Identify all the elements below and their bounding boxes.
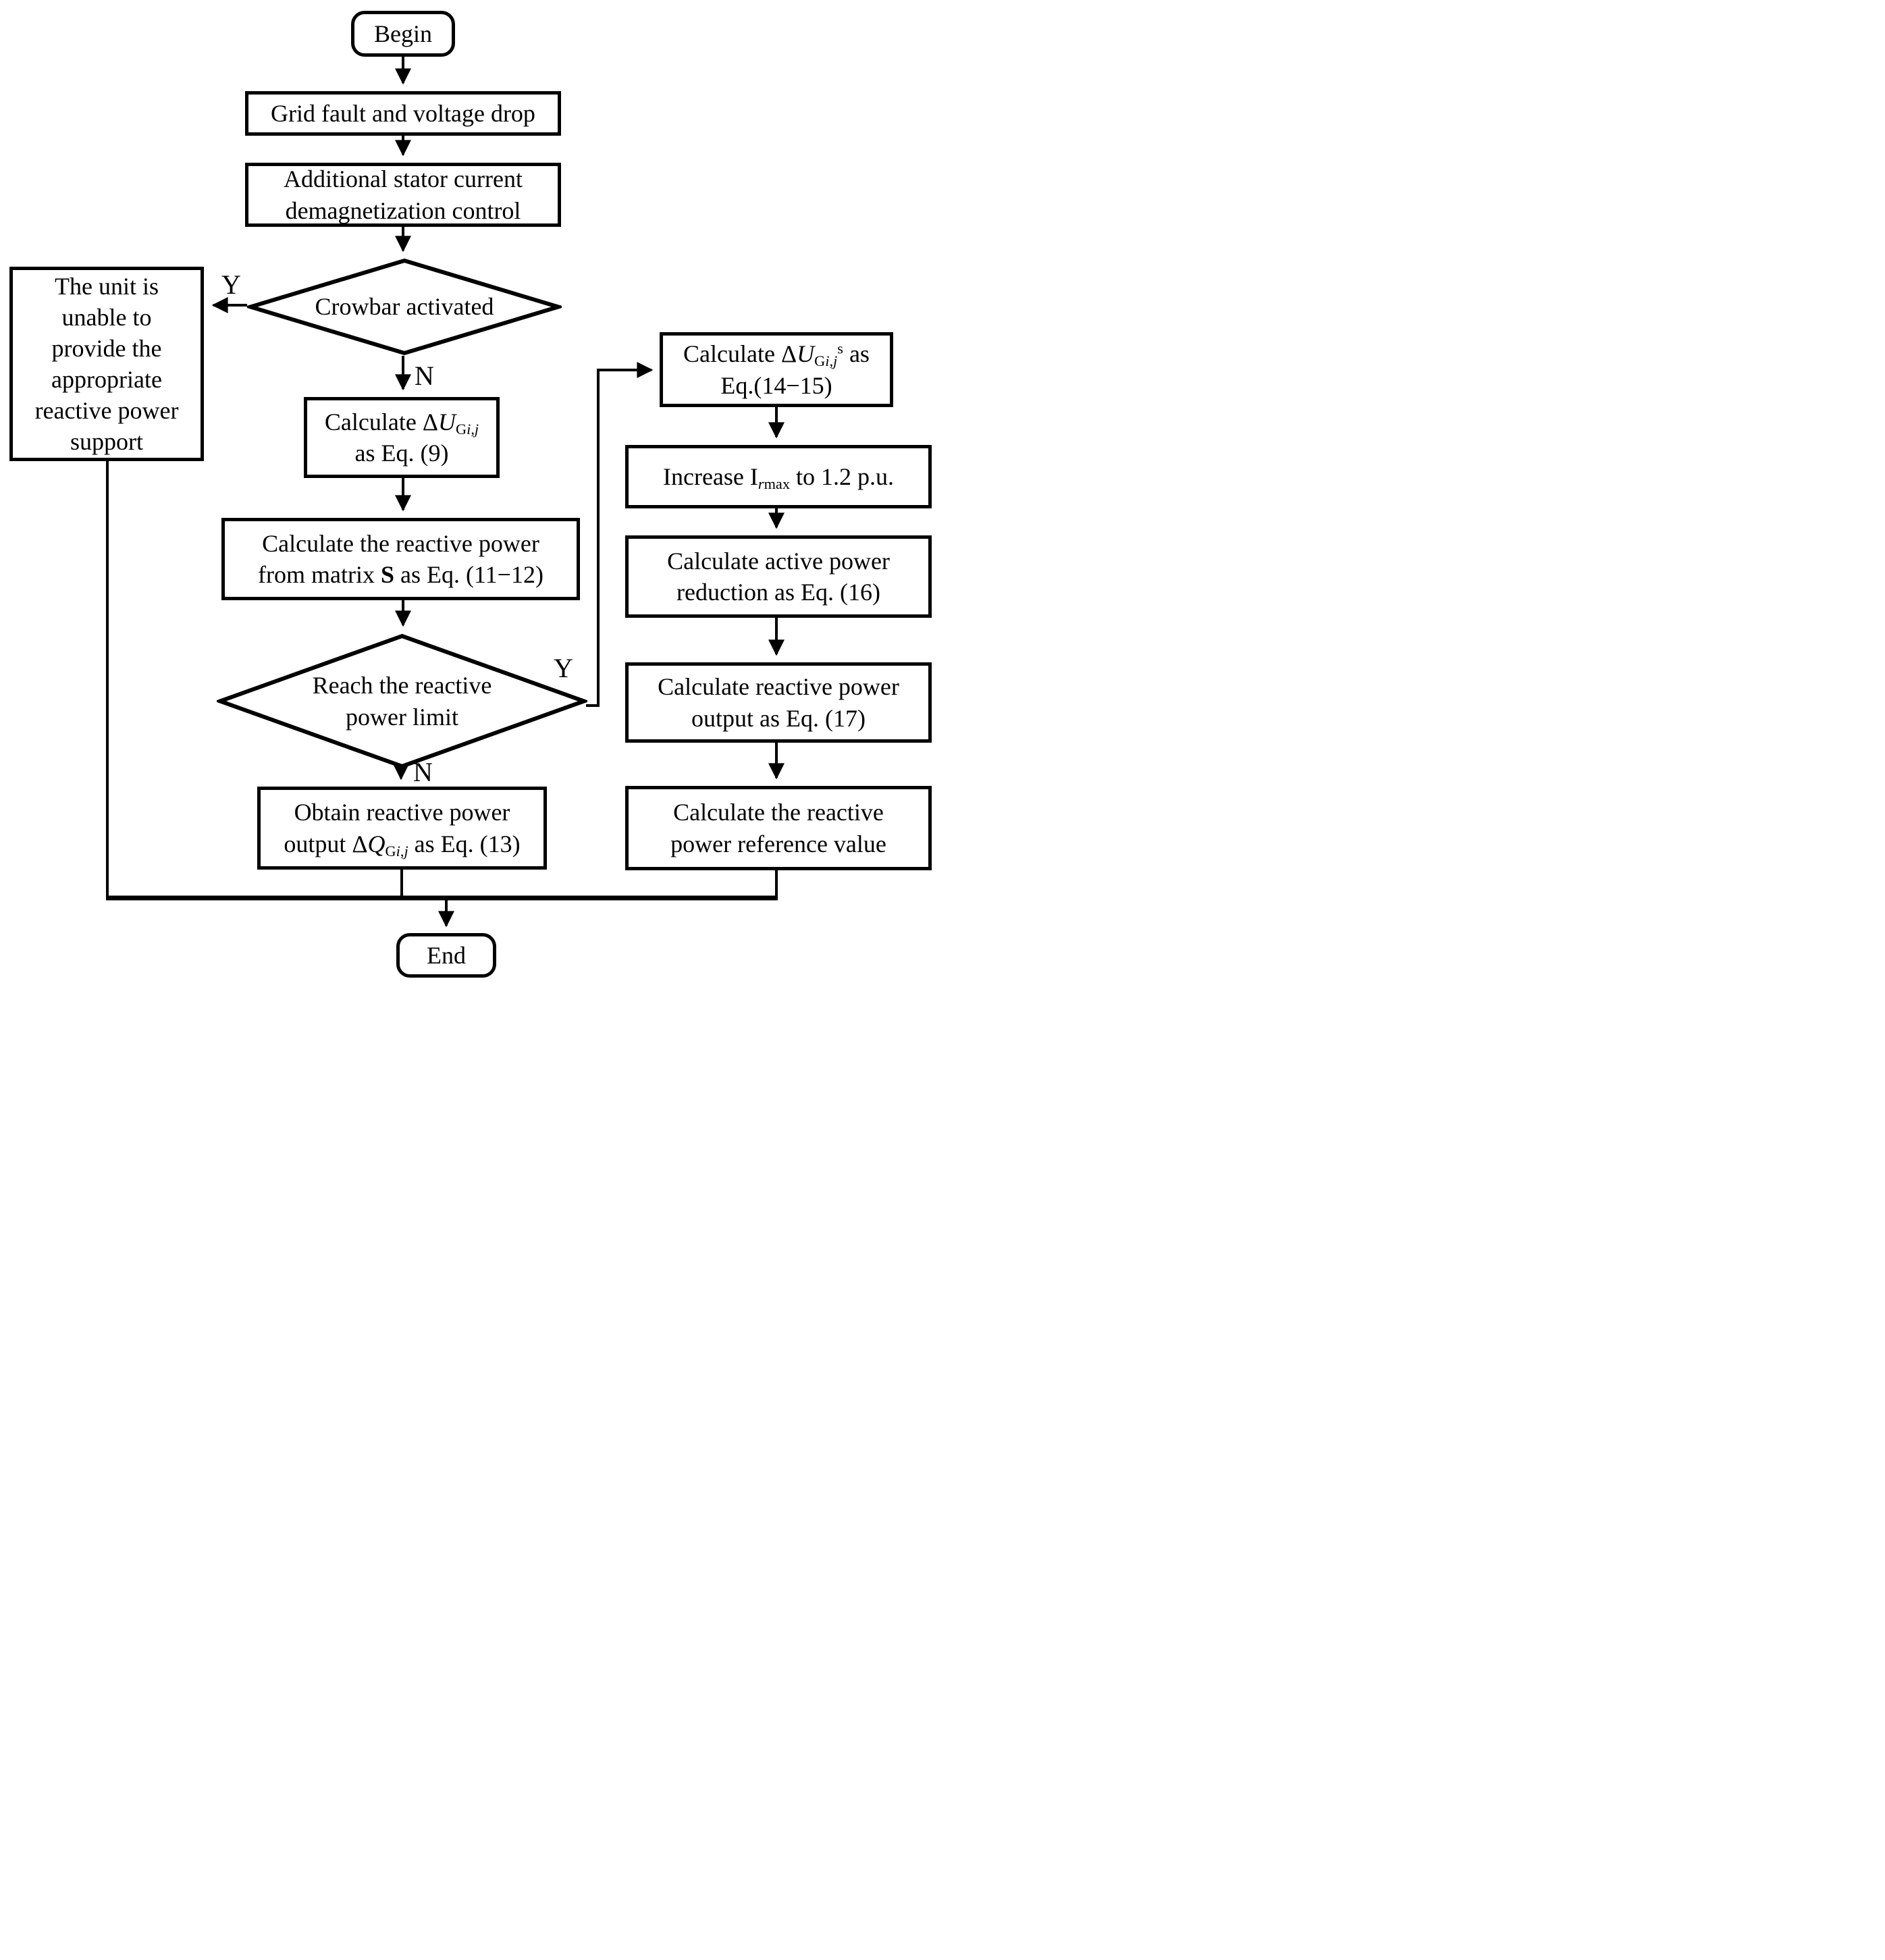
node-begin-terminator: Begin xyxy=(351,11,455,57)
node-increase-irmax: Increase Irmax to 1.2 p.u. xyxy=(625,445,932,508)
flow-connectors xyxy=(106,57,785,928)
increase-irmax-label: Increase Irmax to 1.2 p.u. xyxy=(662,462,894,493)
node-grid-fault: Grid fault and voltage drop xyxy=(245,91,561,136)
edge-label-limit-yes: Y xyxy=(554,653,573,683)
edge-reachlimit-yes-calcdeltaus xyxy=(586,362,654,707)
edge-label-limit-no: N xyxy=(413,757,433,787)
edge-label-crowbar-yes: Y xyxy=(221,269,241,300)
flowchart-canvas: Begin Grid fault and voltage drop Additi… xyxy=(0,0,942,980)
crowbar-decision-label: Crowbar activated xyxy=(315,293,494,321)
begin-label: Begin xyxy=(374,20,432,47)
end-label: End xyxy=(427,941,466,969)
node-end-terminator: End xyxy=(396,933,496,978)
node-crowbar-decision: Crowbar activated xyxy=(247,258,562,356)
crowbar-diamond-shape-icon xyxy=(247,258,562,356)
edge-label-crowbar-no: N xyxy=(415,361,434,391)
grid-fault-label: Grid fault and voltage drop xyxy=(271,99,535,127)
